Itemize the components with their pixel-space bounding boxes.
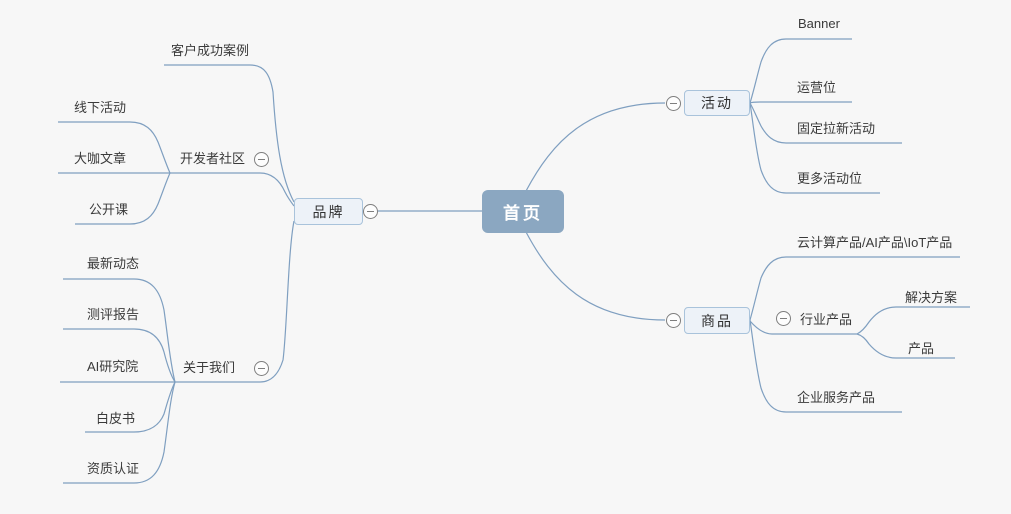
collapse-icon-industry-products[interactable] bbox=[775, 310, 791, 326]
connector-enterprise-services bbox=[749, 319, 902, 413]
minus-icon bbox=[257, 367, 265, 369]
connector-offline-events bbox=[58, 121, 171, 174]
node-more-slots[interactable]: 更多活动位 bbox=[797, 171, 863, 186]
node-certifications[interactable]: 资质认证 bbox=[87, 461, 140, 476]
minus-icon bbox=[257, 158, 265, 160]
connector-ops-slot bbox=[749, 101, 852, 104]
node-cloud-ai-iot[interactable]: 云计算产品/AI产品\IoT产品 bbox=[797, 235, 953, 250]
connector-customer-cases bbox=[164, 64, 295, 203]
connector-review-reports bbox=[63, 328, 176, 383]
connector-industry-products bbox=[749, 320, 857, 335]
node-products-leaf[interactable]: 产品 bbox=[908, 341, 935, 356]
node-dev-community[interactable]: 开发者社区 bbox=[180, 151, 246, 166]
connector-more-slots bbox=[749, 102, 880, 194]
node-activity[interactable]: 活动 bbox=[684, 90, 750, 116]
connector-fixed-campaigns bbox=[749, 102, 902, 144]
node-ai-institute[interactable]: AI研究院 bbox=[87, 359, 139, 374]
connector-products bbox=[856, 333, 955, 359]
connector-latest-news bbox=[63, 278, 176, 383]
node-review-reports[interactable]: 测评报告 bbox=[87, 307, 140, 322]
connector-cloud-ai-iot bbox=[749, 256, 960, 321]
connector-root-activity bbox=[525, 102, 666, 192]
node-solutions[interactable]: 解决方案 bbox=[905, 290, 958, 305]
node-brand[interactable]: 品牌 bbox=[294, 198, 363, 225]
collapse-icon-dev-community[interactable] bbox=[253, 151, 269, 167]
node-open-courses[interactable]: 公开课 bbox=[89, 202, 129, 217]
node-offline-events[interactable]: 线下活动 bbox=[74, 100, 127, 115]
minus-icon bbox=[669, 320, 677, 321]
connector-open-courses bbox=[75, 172, 171, 225]
connector-certifications bbox=[63, 381, 176, 484]
node-home[interactable]: 首页 bbox=[482, 190, 564, 233]
connector-dev-community bbox=[170, 172, 295, 207]
minus-icon bbox=[669, 102, 677, 104]
node-enterprise-services[interactable]: 企业服务产品 bbox=[797, 390, 876, 405]
connector-about-us bbox=[175, 220, 295, 383]
node-about-us[interactable]: 关于我们 bbox=[183, 360, 236, 375]
collapse-icon-activity[interactable] bbox=[665, 95, 681, 111]
connector-banner bbox=[749, 38, 852, 104]
node-industry-products[interactable]: 行业产品 bbox=[800, 312, 853, 327]
minus-icon bbox=[367, 210, 374, 212]
collapse-icon-product[interactable] bbox=[665, 313, 681, 328]
node-product[interactable]: 商品 bbox=[684, 307, 750, 334]
connector-solutions bbox=[856, 306, 970, 335]
minus-icon bbox=[779, 317, 787, 319]
node-ops-slot[interactable]: 运营位 bbox=[797, 80, 837, 95]
collapse-icon-about-us[interactable] bbox=[253, 360, 269, 376]
node-fixed-campaigns[interactable]: 固定拉新活动 bbox=[797, 121, 876, 136]
connector-white-paper bbox=[85, 381, 176, 433]
node-expert-articles[interactable]: 大咖文章 bbox=[74, 151, 127, 166]
node-customer-cases[interactable]: 客户成功案例 bbox=[171, 43, 250, 58]
node-banner[interactable]: Banner bbox=[798, 16, 840, 31]
node-latest-news[interactable]: 最新动态 bbox=[87, 256, 140, 271]
node-white-paper[interactable]: 白皮书 bbox=[96, 411, 136, 426]
connector-root-product bbox=[525, 231, 666, 321]
collapse-icon-brand[interactable] bbox=[363, 203, 378, 219]
